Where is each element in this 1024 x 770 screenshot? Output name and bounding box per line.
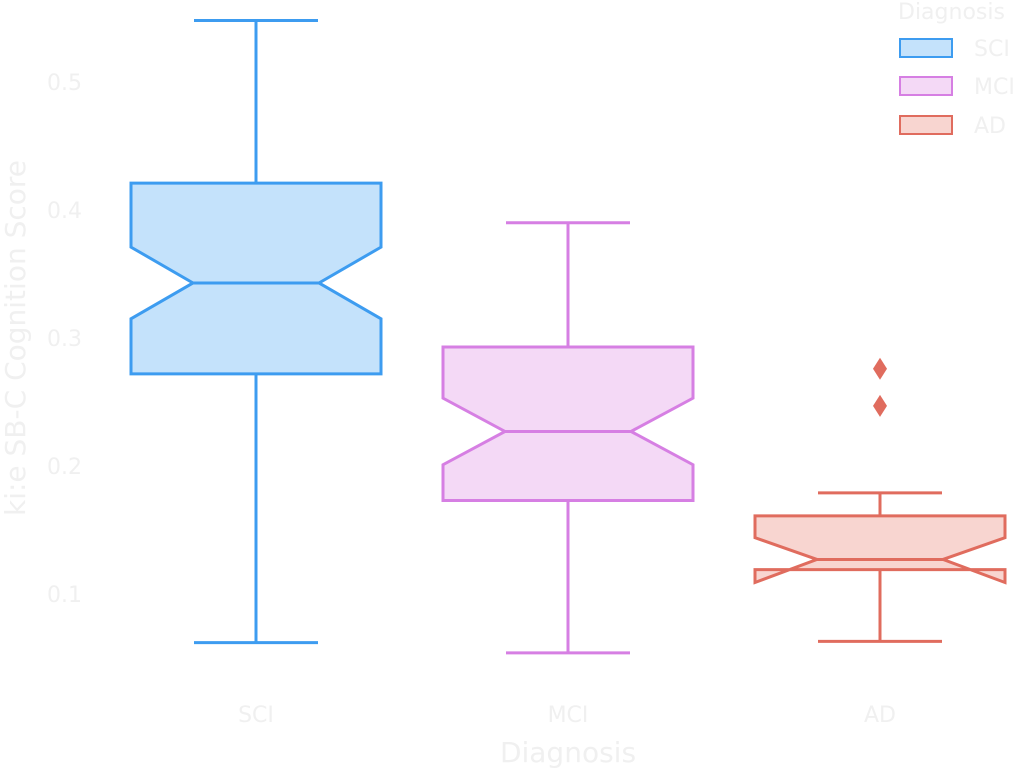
outlier-point [873, 394, 887, 417]
y-tick-label: 0.1 [47, 583, 82, 608]
legend-swatch [899, 115, 953, 135]
y-tick-label: 0.5 [47, 71, 82, 96]
notched-box [753, 514, 1007, 585]
y-tick-label: 0.2 [47, 455, 82, 480]
legend-swatch [899, 38, 953, 58]
legend-label: AD [974, 114, 1006, 139]
outlier-point [873, 357, 887, 380]
x-tick-label: AD [864, 703, 896, 728]
y-tick-label: 0.4 [47, 199, 82, 224]
legend-label: MCI [974, 75, 1015, 100]
y-tick-label: 0.3 [47, 327, 82, 352]
y-axis-title: ki:e SB-C Cognition Score [0, 160, 32, 516]
notched-box [441, 345, 695, 503]
box-series [129, 19, 1007, 655]
notched-box [129, 181, 383, 376]
legend-title: Diagnosis [898, 0, 1005, 25]
legend-label: SCI [974, 37, 1010, 62]
x-axis-title: Diagnosis [500, 736, 636, 769]
x-tick-label: MCI [548, 703, 589, 728]
legend: Diagnosis SCI MCI AD [898, 0, 1015, 139]
legend-swatch [899, 76, 953, 96]
y-axis-ticks: 0.1 0.2 0.3 0.4 0.5 [47, 71, 82, 608]
x-tick-label: SCI [238, 703, 274, 728]
x-axis-ticks: SCI MCI AD [238, 703, 896, 728]
